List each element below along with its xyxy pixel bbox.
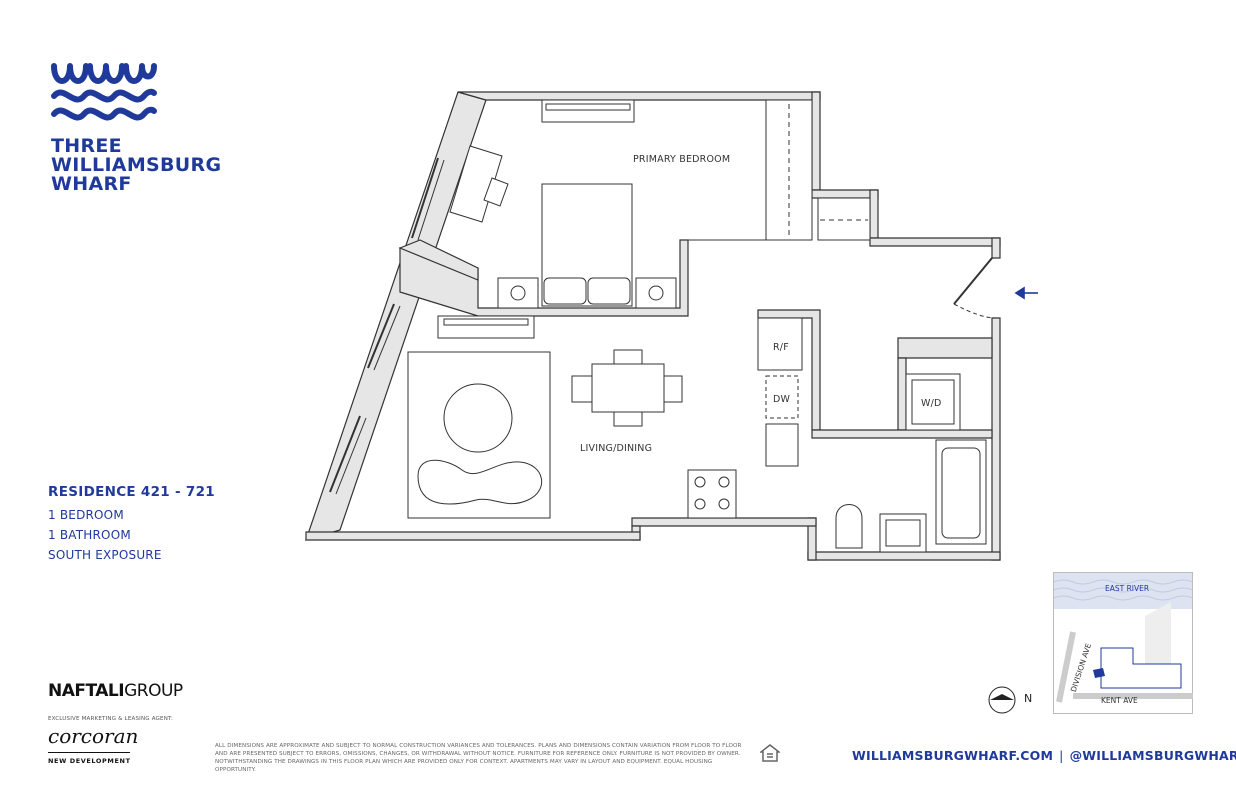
compass-label: N [1024, 692, 1033, 705]
lamp-right-icon [648, 285, 664, 301]
label-primary-bedroom: PRIMARY BEDROOM [633, 154, 730, 165]
brand-line-1: THREE [51, 135, 122, 157]
brand-line-3: WHARF [51, 173, 132, 195]
agent-sub: NEW DEVELOPMENT [48, 757, 131, 765]
social-handle-link[interactable]: @WILLIAMSBURGWHARF [1069, 748, 1236, 763]
dresser [541, 99, 635, 123]
equal-housing-icon [758, 744, 782, 767]
dining-chair-top [613, 349, 643, 365]
disclaimer-text: ALL DIMENSIONS ARE APPROXIMATE AND SUBJE… [215, 743, 742, 773]
sink [765, 423, 799, 467]
developer-logo: NAFTALIGROUP [48, 681, 183, 701]
waves-logo-icon [51, 63, 157, 121]
lamp-left-icon [510, 285, 526, 301]
pillow-right [587, 277, 631, 305]
interior-lines [329, 99, 997, 495]
refrigerator [757, 317, 803, 371]
label-refrigerator: R/F [773, 342, 789, 353]
developer-name-bold: NAFTALI [48, 681, 125, 701]
brand-name: THREE WILLIAMSBURG WHARF [51, 137, 221, 194]
desk-chair [483, 177, 509, 207]
label-dishwasher: DW [773, 394, 791, 405]
residence-title: RESIDENCE 421 - 721 [48, 484, 215, 500]
website-link[interactable]: WILLIAMSBURGWHARF.COM [852, 748, 1054, 763]
dining-chair-left [571, 375, 593, 403]
brand-logo [50, 58, 158, 133]
label-washer-dryer: W/D [921, 398, 942, 409]
brand-line-2: WILLIAMSBURG [51, 154, 222, 176]
curved-sofa [417, 459, 543, 505]
furniture [407, 99, 987, 553]
footer-separator: | [1059, 748, 1064, 763]
entry-arrow-icon [1014, 286, 1038, 300]
footer-links: WILLIAMSBURGWHARF.COM | @WILLIAMSBURGWHARF [852, 748, 1236, 763]
label-living-dining: LIVING/DINING [580, 443, 652, 454]
residence-exposure: SOUTH EXPOSURE [48, 548, 162, 562]
developer-name-light: GROUP [124, 681, 183, 701]
round-table [443, 383, 513, 453]
key-map: EAST RIVER DIVISION AVE KENT AVE [1053, 572, 1194, 714]
key-map-graphic [1053, 572, 1194, 714]
range [687, 469, 737, 519]
residence-bathrooms: 1 BATHROOM [48, 528, 131, 542]
dining-chair-right [663, 375, 683, 403]
keymap-kent-ave-label: KENT AVE [1101, 696, 1138, 705]
compass [987, 685, 1017, 720]
desk [449, 145, 503, 223]
agent-name: corcoran [48, 724, 139, 748]
toilet [835, 504, 863, 549]
dining-chair-bottom [613, 411, 643, 427]
pillow-left [543, 277, 587, 305]
floor-plan: PRIMARY BEDROOM LIVING/DINING R/F DW W/D [305, 91, 1038, 561]
compass-icon [988, 686, 1016, 714]
dining-table [591, 363, 665, 413]
keymap-river-label: EAST RIVER [1105, 584, 1150, 593]
residence-bedrooms: 1 BEDROOM [48, 508, 124, 522]
agent-label: EXCLUSIVE MARKETING & LEASING AGENT: [48, 716, 174, 722]
agent-divider [48, 752, 130, 753]
dishwasher [765, 375, 799, 419]
residence-info: RESIDENCE 421 - 721 1 BEDROOM 1 BATHROOM… [48, 484, 215, 562]
